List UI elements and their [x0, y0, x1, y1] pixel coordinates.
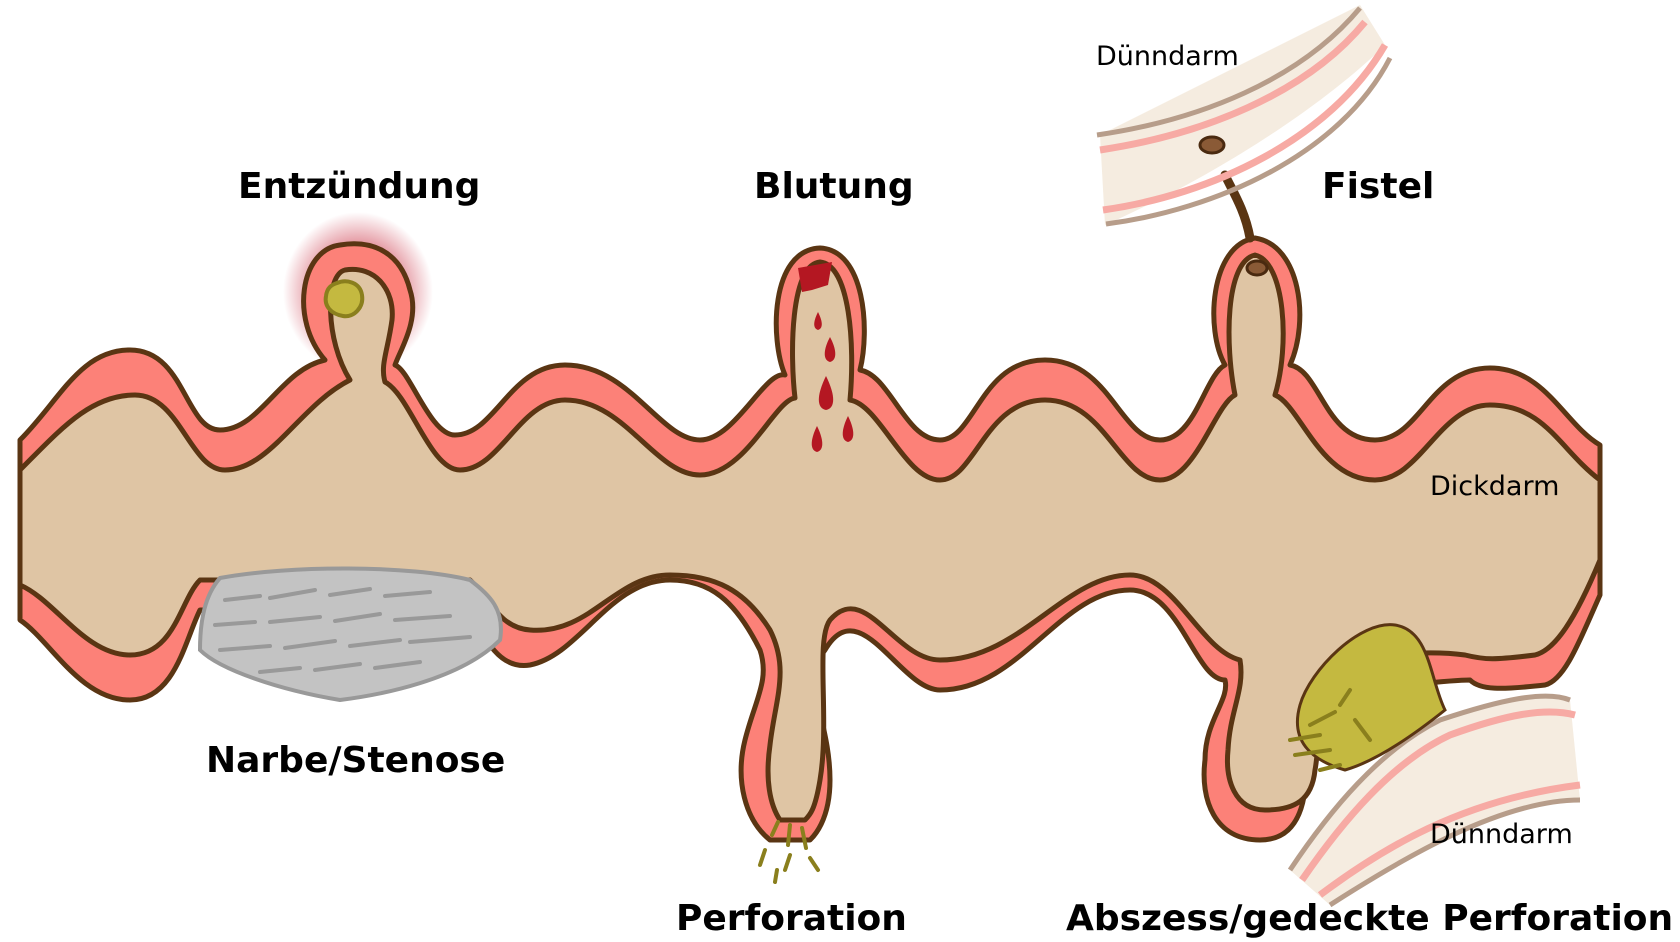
label-small-intestine-top: Dünndarm: [1096, 41, 1239, 72]
inflammation-focus: [326, 281, 363, 316]
label-colon: Dickdarm: [1430, 471, 1559, 502]
label-bleeding: Blutung: [754, 166, 914, 207]
scar-tissue: [200, 568, 501, 700]
label-fistula: Fistel: [1322, 166, 1434, 207]
label-perforation: Perforation: [676, 898, 907, 939]
label-inflammation: Entzündung: [238, 166, 480, 207]
label-scar-stenosis: Narbe/Stenose: [206, 740, 505, 781]
label-small-intestine-bottom: Dünndarm: [1430, 819, 1573, 850]
fistula-opening-small-intestine: [1200, 137, 1224, 153]
label-abscess: Abszess/gedeckte Perforation: [1066, 898, 1673, 939]
fistula-opening-colon: [1247, 261, 1267, 275]
